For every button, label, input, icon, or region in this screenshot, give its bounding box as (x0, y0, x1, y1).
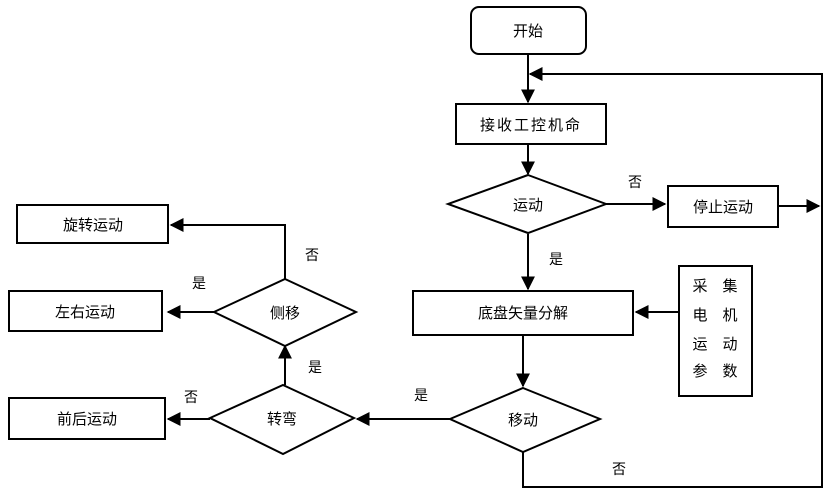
side-move-decision: 侧移 (211, 277, 359, 348)
move-no-label: 否 (612, 462, 626, 478)
collect-params-line-2: 电 机 (692, 306, 737, 324)
chassis-decompose-node: 底盘矢量分解 (412, 290, 634, 336)
collect-params-line-3: 运 动 (692, 335, 737, 353)
motion-no-label: 否 (628, 175, 642, 191)
side-move-label: 侧移 (270, 304, 300, 322)
stop-motion-node: 停止运动 (667, 185, 779, 228)
loop-back-line (528, 67, 823, 206)
motion-decision: 运动 (445, 173, 609, 235)
front-back-motion-node: 前后运动 (8, 397, 166, 440)
turn-decision: 转弯 (207, 383, 357, 456)
move-yes-label: 是 (414, 388, 428, 404)
move-label: 移动 (508, 411, 538, 429)
turn-yes-label: 是 (308, 360, 322, 376)
motion-yes-label: 是 (549, 252, 563, 268)
left-right-motion-label: 左右运动 (55, 303, 115, 321)
stop-motion-label: 停止运动 (693, 198, 753, 216)
move-decision: 移动 (447, 386, 603, 454)
receive-command-node: 接收工控机命 (455, 103, 607, 145)
rotate-motion-node: 旋转运动 (16, 204, 169, 244)
side-yes-label: 是 (192, 276, 206, 292)
collect-params-line-4: 参 数 (692, 362, 737, 380)
connectors (166, 55, 823, 488)
start-label: 开始 (513, 22, 543, 40)
receive-command-label: 接收工控机命 (480, 116, 582, 134)
rotate-motion-label: 旋转运动 (63, 216, 123, 234)
turn-label: 转弯 (267, 410, 297, 428)
side-no-label: 否 (305, 248, 319, 264)
motion-label: 运动 (513, 196, 543, 214)
left-right-motion-node: 左右运动 (8, 290, 163, 332)
turn-no-label: 否 (184, 390, 198, 406)
start-node: 开始 (470, 6, 587, 55)
collect-params-line-1: 采 集 (692, 277, 737, 295)
front-back-motion-label: 前后运动 (57, 410, 117, 428)
move-no-return-line (522, 206, 823, 488)
edge-labels: 否 是 是 否 否 是 是 否 (184, 175, 642, 478)
chassis-decompose-label: 底盘矢量分解 (478, 304, 568, 322)
arrow-side-to-rotate (169, 218, 286, 279)
collect-params-node: 采 集 电 机 运 动 参 数 (678, 265, 753, 397)
